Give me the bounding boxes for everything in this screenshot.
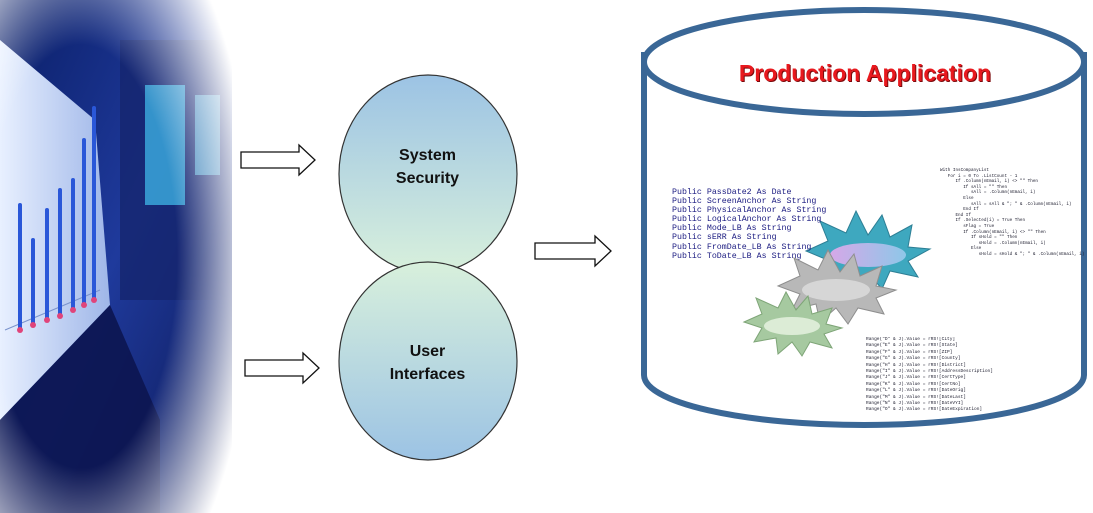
range-code-line: Range("F" & J).Value = rRS![ZIP] [866,349,953,355]
system-security-line1: System [399,147,456,164]
photo-monitor-chart [0,0,232,513]
range-code-line: Range("E" & J).Value = rRS![State] [866,343,958,349]
range-code-line: Range("O" & J).Value = rRS![DateExpirati… [866,407,983,412]
declaration-line: Public Mode_LB As String [672,224,792,234]
loop-code-line: End If [940,207,979,213]
range-code-line: Range("N" & J).Value = rRS![DateVYI] [866,401,964,407]
declaration-line: Public ScreenAnchor As String [672,197,817,207]
loop-code-line: sHold = .Column(nEmail, i) [940,240,1046,246]
system-security-label: System Security [360,144,495,190]
loop-code-line: For i = 0 To .ListCount - 1 [940,173,1018,179]
code-range-block: Range("D" & J).Value = rRS![City]Range("… [866,337,993,412]
loop-code-line: Else [940,246,982,252]
declaration-line: Public FromDate_LB As String [672,242,812,252]
declaration-line: Public sERR As String [672,233,777,243]
user-interfaces-circle [338,261,518,461]
system-security-line2: Security [395,170,460,187]
loop-code-line: If .Column(nEmail, i) <> "" Then [940,229,1046,235]
arrow-to-production-application [534,234,612,268]
loop-code-line: Else [940,195,974,201]
arrow-to-user-interfaces [244,351,320,385]
loop-code-line: sAll = .Column(nEmail, i) [940,190,1036,196]
user-interfaces-line1: User [409,343,446,360]
arrow-to-system-security [240,143,316,177]
gear-green-icon [742,290,844,357]
code-loop-block: With InsCompanyList For i = 0 To .ListCo… [940,168,1084,258]
loop-code-line: sFlag = True [940,223,995,229]
loop-code-line: If sHold = "" Then [940,235,1018,241]
gears-illustration [742,209,932,357]
declaration-line: Public PassDate2 As Date [672,188,792,197]
range-code-line: Range("I" & J).Value = rRS![AddressDescr… [866,369,993,375]
loop-code-line: If sAll = "" Then [940,184,1008,190]
loop-code-line: End If [940,212,971,218]
range-code-line: Range("K" & J).Value = rRS![CertNo] [866,381,961,387]
range-code-line: Range("L" & J).Value = rRS![DateOrig] [866,388,966,394]
loop-code-line: sHold = sHold & "; " & .Column(nEmail, i… [940,251,1085,257]
declaration-line: Public ToDate_LB As String [672,251,802,261]
user-interfaces-line2: Interfaces [389,366,466,383]
production-application-title: Production Application [738,60,992,86]
range-code-line: Range("G" & J).Value = rRS![County] [866,356,961,362]
loop-code-line: With InsCompanyList [940,168,989,173]
loop-code-line: If .Column(nEmail, i) <> "" Then [940,179,1038,185]
user-interfaces-label: User Interfaces [360,340,495,386]
range-code-line: Range("M" & J).Value = rRS![DateLast] [866,394,966,400]
range-code-line: Range("J" & J).Value = rRS![CertType] [866,375,966,381]
loop-code-line: sAll = sAll & "; " & .Column(nEmail, i) [940,201,1072,207]
range-code-line: Range("H" & J).Value = rRS![District] [866,362,966,368]
declaration-line: Public PhysicalAnchor As String [672,206,827,216]
loop-code-line: If .Selected(i) = True Then [940,218,1026,224]
range-code-line: Range("D" & J).Value = rRS![City] [866,337,956,342]
declaration-line: Public LogicalAnchor As String [672,215,822,225]
